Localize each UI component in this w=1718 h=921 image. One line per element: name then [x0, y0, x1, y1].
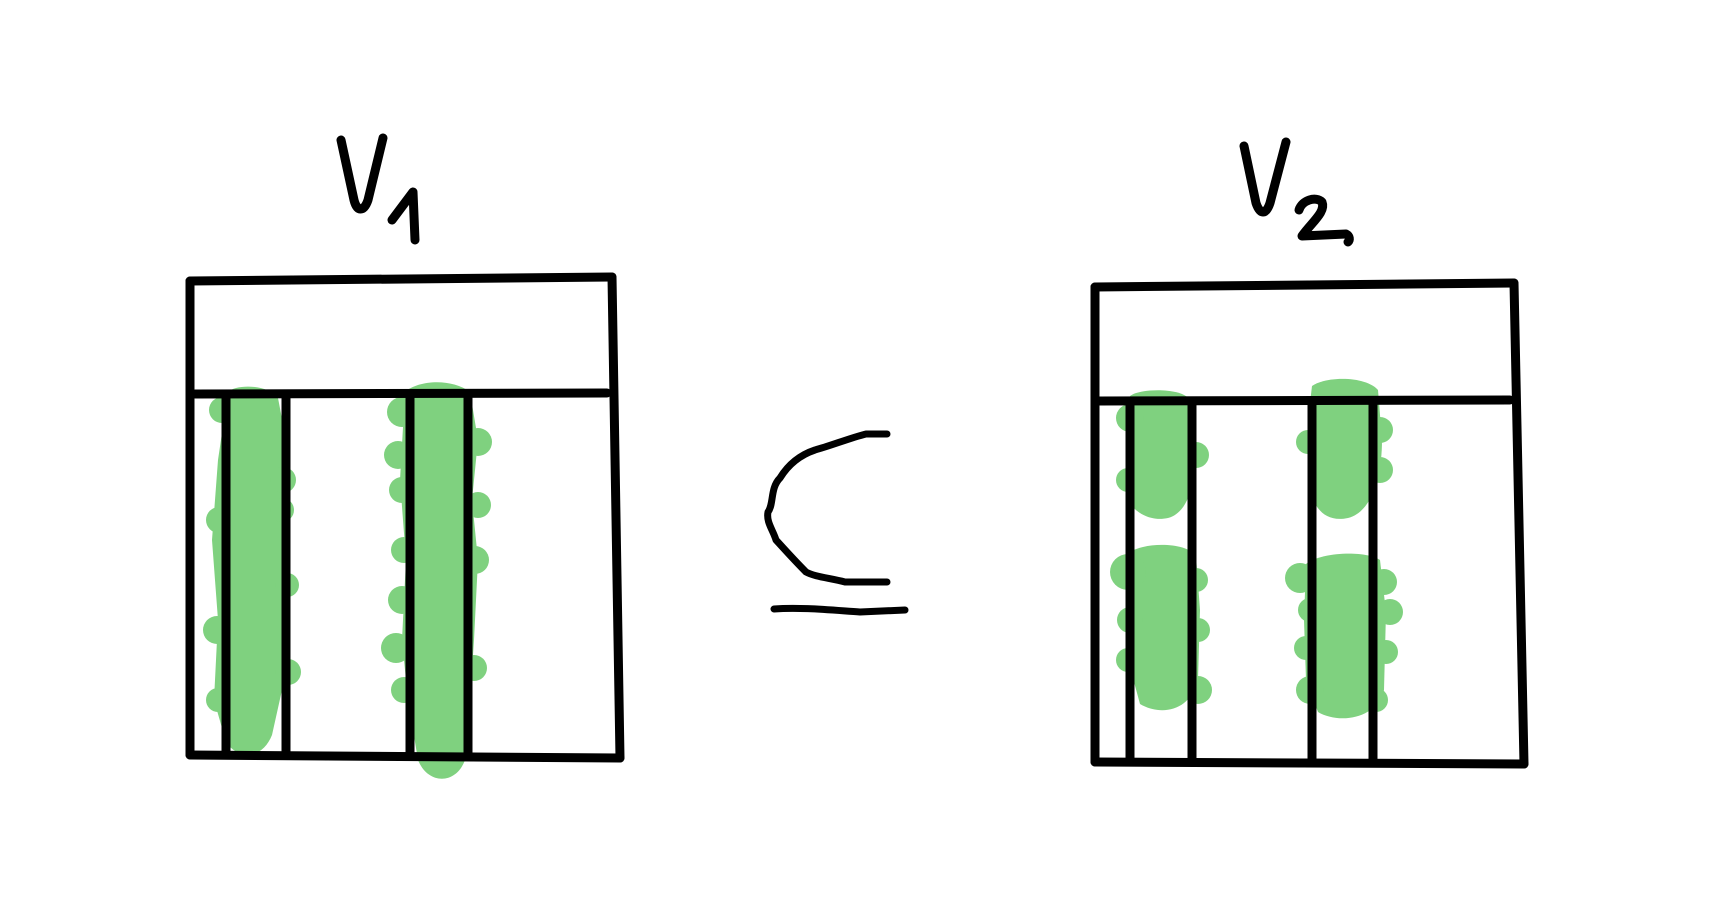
subset-or-equal-symbol: ⊆ [764, 430, 909, 616]
right-header-divider [1094, 395, 1515, 406]
left-table: V 1 [185, 133, 625, 779]
left-highlight-column-b [381, 382, 492, 779]
right-highlight-column-a [1110, 390, 1212, 711]
right-highlight-column-b [1285, 378, 1403, 719]
right-column-lines [1125, 399, 1378, 765]
left-header-divider [190, 388, 612, 399]
right-table-label: V 2 [1239, 137, 1354, 247]
left-table-label: V 1 [336, 133, 420, 245]
right-table: V 2 [1090, 137, 1529, 769]
left-column-lines [221, 393, 473, 759]
left-table-frame [185, 272, 625, 763]
